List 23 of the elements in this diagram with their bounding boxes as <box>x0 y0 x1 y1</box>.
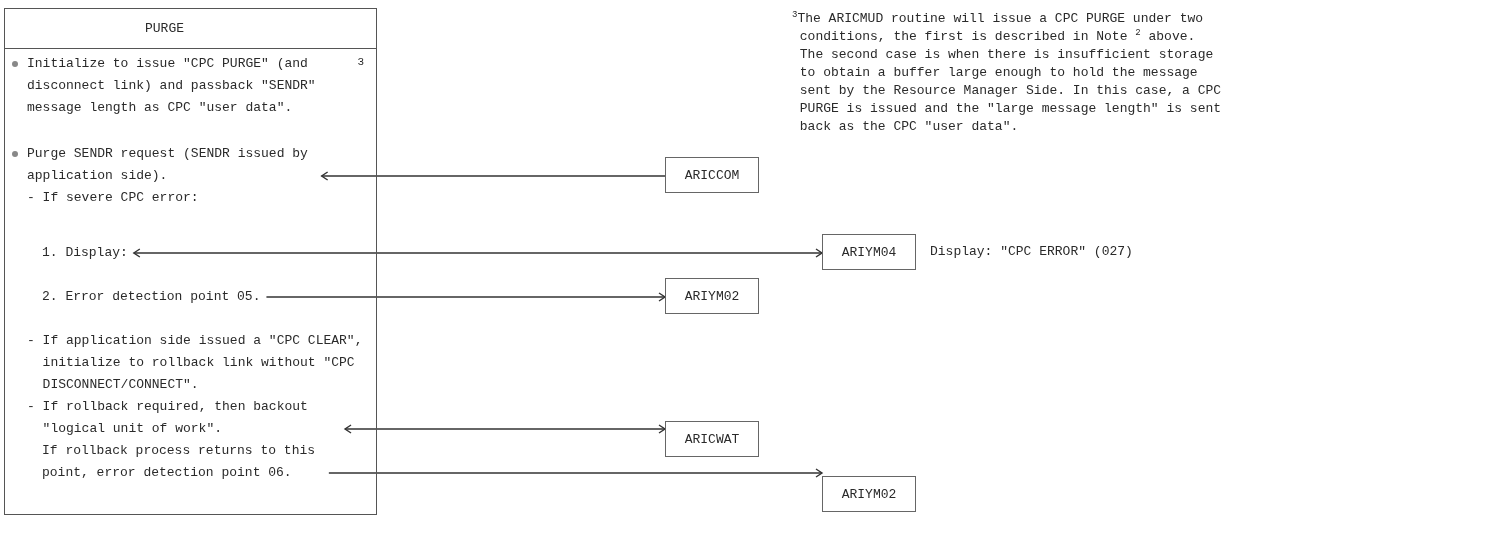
step-text: - If application side issued a "CPC CLEAR", initialize to rollback link without "CPC DISCONNECT/CONNECT". <box>27 330 394 396</box>
arrow <box>133 248 823 258</box>
arrow <box>320 171 666 181</box>
step-text: 1. Display: <box>42 242 128 264</box>
footnote-text: $^{3}$The ARICMUD routine will issue a CPC PURGE under two conditions, the first is described in Note $^{2}$ above. The second case is when there is insufficient storage to obtain a buffer large enough to hold the message sent by the Resource Manager Side. In this case, a CPC PURGE is issued and the "large message length" is sent back as the CPC "user data". <box>792 10 1222 136</box>
box-title: PURGE <box>145 21 184 37</box>
step-text: - If severe CPC error: <box>27 187 355 209</box>
module-box: ARICCOM <box>665 157 759 193</box>
arrow <box>265 292 666 302</box>
step-text: If rollback process returns to this point, error detection point 06. <box>42 440 323 484</box>
module-box: ARIYM02 <box>822 476 916 512</box>
step-text: - If rollback required, then backout "logical unit of work". <box>27 396 340 440</box>
arrow <box>328 468 823 478</box>
step-text: Purge SENDR request (SENDR issued by application side). <box>27 143 316 187</box>
step-text: 2. Error detection point 05. <box>42 286 261 308</box>
footnote-mark: 3 <box>357 55 364 69</box>
module-box: ARICWAT <box>665 421 759 457</box>
display-message: Display: "CPC ERROR" (027) <box>930 244 1133 260</box>
module-box: ARIYM04 <box>822 234 916 270</box>
step-text: Initialize to issue "CPC PURGE" (and disconnect link) and passback "SENDR" message length as CPC "user data". <box>27 53 324 119</box>
arrow <box>344 424 666 434</box>
module-box: ARIYM02 <box>665 278 759 314</box>
process-box <box>4 8 377 515</box>
